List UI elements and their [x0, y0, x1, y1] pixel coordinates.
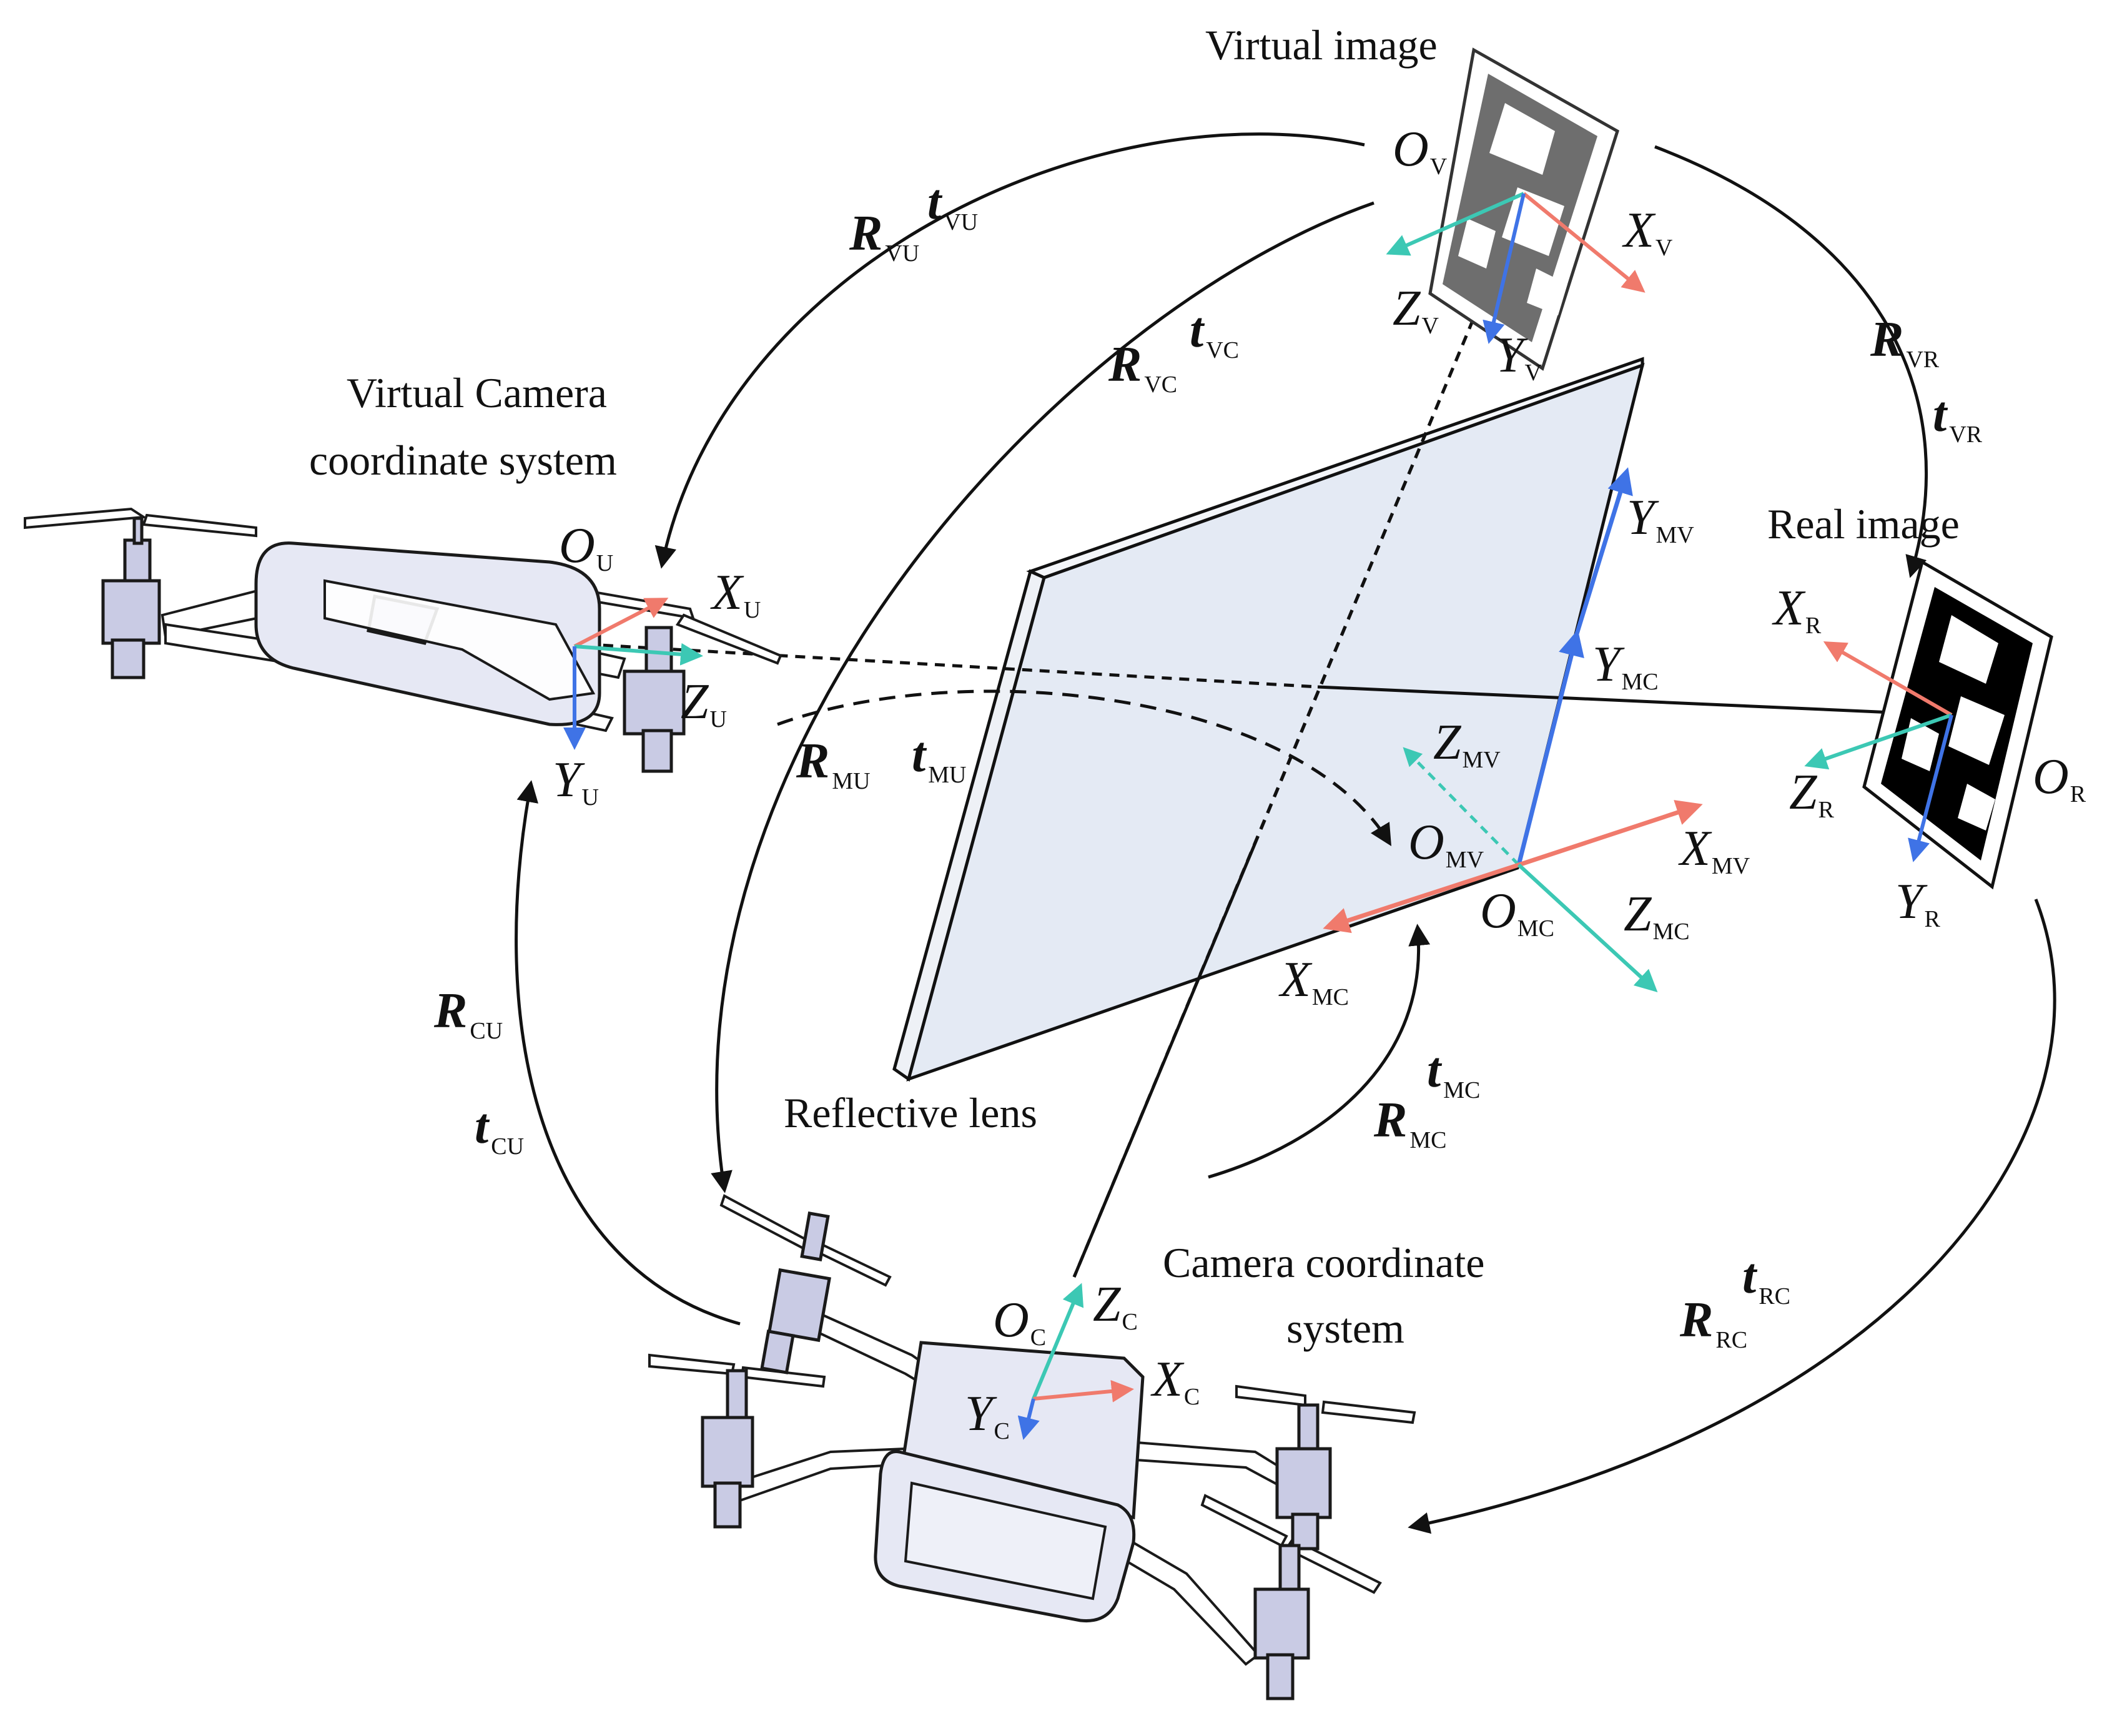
virtual-camera-drone: [24, 507, 782, 773]
reflective-lens: [892, 357, 1645, 1082]
y-r-label: YR: [1895, 874, 1941, 932]
mirror-frames: [1323, 467, 1703, 993]
z-v-label: ZV: [1393, 281, 1439, 339]
x-mc-label: XMC: [1278, 952, 1349, 1010]
y-mv-label: YMV: [1627, 490, 1694, 548]
y-c-label: YC: [965, 1386, 1010, 1444]
reflective-lens-caption: Reflective lens: [784, 1089, 1037, 1137]
virtual-image-marker: [1386, 47, 1646, 371]
transform-arrows: [515, 132, 2056, 1534]
z-u-label: ZU: [681, 674, 727, 732]
x-u-label: XU: [710, 565, 761, 623]
origin-mc-label: OMC: [1480, 884, 1554, 942]
origin-v-label: OV: [1393, 122, 1448, 180]
camera-caption-line2: system: [1286, 1304, 1404, 1352]
real-image-caption: Real image: [1767, 500, 1960, 548]
y-u-label: YU: [553, 752, 599, 811]
z-c-label: ZC: [1093, 1277, 1138, 1335]
z-mc-label: ZMC: [1624, 887, 1690, 945]
captions: Virtual image Real image Virtual Camera …: [309, 21, 1960, 1352]
y-v-label: YV: [1496, 328, 1542, 386]
virtual-camera-caption-line2: coordinate system: [309, 436, 617, 484]
origin-r-label: OR: [2033, 749, 2086, 807]
x-r-label: XR: [1772, 581, 1822, 639]
camera-caption-line1: Camera coordinate: [1163, 1239, 1484, 1286]
real-image-marker: [1804, 560, 2053, 890]
origin-mv-label: OMV: [1408, 815, 1484, 873]
z-mv-label: ZMV: [1433, 715, 1501, 773]
x-mv-label: XMV: [1678, 821, 1750, 879]
origin-u-label: OU: [559, 518, 613, 576]
virtual-camera-caption-line1: Virtual Camera: [347, 369, 607, 417]
virtual-image-caption: Virtual image: [1205, 21, 1438, 69]
origin-c-label: OC: [993, 1293, 1046, 1351]
axis-labels: OV XV ZV YV OU XU ZU YU YMV YMC ZMV OMV …: [553, 122, 2086, 1444]
camera-drone: [648, 1194, 1416, 1700]
x-v-label: XV: [1622, 203, 1673, 261]
z-r-label: ZR: [1789, 765, 1835, 823]
x-c-label: XC: [1150, 1352, 1200, 1410]
y-mc-label: YMC: [1592, 637, 1659, 695]
